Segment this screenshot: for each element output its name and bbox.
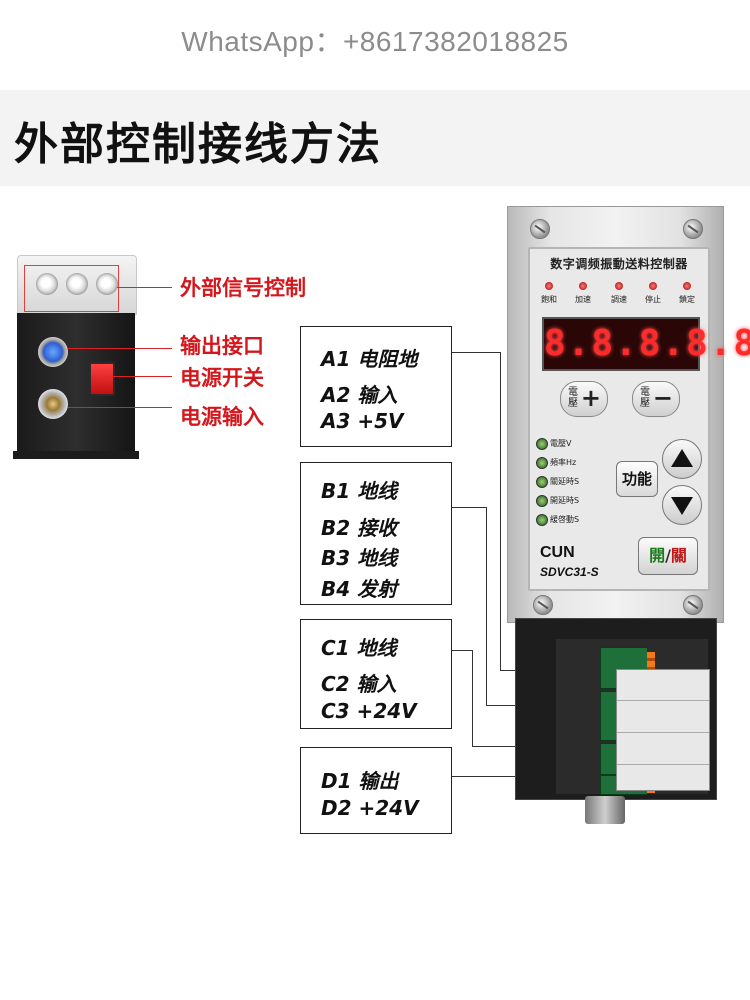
status-item: 開延時S [536, 492, 606, 510]
voltage-up-caption: 電壓 [568, 387, 578, 409]
led-indicator-icon [579, 282, 587, 290]
controller-frame: 数字调频振動送料控制器 飽和 加速 調速 停止 鎖定 8.8.8.8.8 電壓 … [507, 206, 750, 623]
whatsapp-watermark: WhatsApp：+8617382018825 [181, 26, 569, 57]
callout-line [117, 287, 172, 288]
output-port-label: 输出接口 [180, 334, 264, 358]
signal-highlight-frame [24, 265, 119, 312]
pin-box-b: B1 地线 B2 接收 B3 地线 B4 发射 [300, 462, 452, 605]
wire-c [472, 650, 473, 746]
status-led-icon [536, 476, 548, 488]
power-input-label: 电源输入 [180, 405, 264, 429]
wire-b [452, 507, 486, 508]
pin-box-d: D1 输出 D2 +24V [300, 747, 452, 834]
off-label: 關 [670, 546, 687, 565]
callout-line [111, 376, 172, 377]
pin-a1: A1 电阻地 [321, 347, 418, 371]
status-item: 頻率Hz [536, 454, 606, 472]
wiring-label-card [616, 669, 710, 791]
vibration-feeder-controller: 数字调频振動送料控制器 飽和 加速 調速 停止 鎖定 8.8.8.8.8 電壓 … [507, 206, 750, 826]
wire-d [452, 776, 570, 777]
led-label: 鎖定 [679, 295, 695, 304]
pin-c3: C3 +24V [321, 699, 417, 723]
arrow-up-button[interactable] [662, 439, 702, 479]
led-label: 加速 [575, 295, 591, 304]
on-label: 開 [649, 546, 666, 565]
status-label: 開延時S [550, 496, 580, 505]
title-banner: 外部控制接线方法 [0, 90, 750, 186]
status-item: 電壓V [536, 435, 606, 453]
wire-a [452, 352, 500, 353]
status-item: 關延時S [536, 473, 606, 491]
led-label: 調速 [611, 295, 627, 304]
minus-icon: − [652, 384, 673, 412]
label-card-divider [617, 764, 709, 765]
pin-box-a: A1 电阻地 A2 输入 A3 +5V [300, 326, 452, 447]
seven-segment-display: 8.8.8.8.8 [542, 317, 750, 371]
label-card-divider [617, 700, 709, 701]
pin-d1: D1 输出 [321, 769, 399, 793]
ext-signal-label: 外部信号控制 [180, 276, 306, 300]
led-indicator-icon [545, 282, 553, 290]
pin-b4: B4 发射 [321, 577, 398, 601]
plus-icon: + [580, 384, 601, 412]
led-label: 停止 [645, 295, 661, 304]
screw-icon [533, 595, 553, 615]
signal-hole-icon [96, 273, 118, 295]
pin-b1: B1 地线 [321, 479, 398, 503]
control-box-body [13, 313, 139, 459]
led-indicator-icon [683, 282, 691, 290]
page-title: 外部控制接线方法 [14, 119, 382, 170]
status-label: 頻率Hz [550, 458, 577, 467]
pin-a3: A3 +5V [321, 409, 404, 433]
on-off-separator: / [665, 546, 671, 565]
pin-c1: C1 地线 [321, 636, 397, 660]
signal-hole-icon [66, 273, 88, 295]
screw-icon [683, 219, 703, 239]
power-switch-label: 电源开关 [180, 366, 264, 390]
screw-icon [530, 219, 550, 239]
status-label: 關延時S [550, 477, 580, 486]
led-indicator-icon [649, 282, 657, 290]
model-number: SDVC31-S [540, 565, 599, 579]
status-led-icon [536, 495, 548, 507]
pin-b3: B3 地线 [321, 546, 398, 570]
power-switch-icon [89, 362, 115, 396]
pin-a2: A2 输入 [321, 383, 398, 407]
voltage-down-caption: 電壓 [640, 387, 650, 409]
terminal-compartment [515, 618, 717, 800]
voltage-up-button[interactable]: 電壓 + [560, 381, 608, 417]
callout-line [68, 348, 172, 349]
status-item: 緩啓動S [536, 511, 606, 529]
status-led-icon [536, 438, 548, 450]
label-card-divider [617, 732, 709, 733]
cable-connector-icon [585, 796, 625, 824]
pin-d2: D2 +24V [321, 796, 419, 820]
status-led-icon [536, 514, 548, 526]
led-label: 飽和 [541, 295, 557, 304]
led-indicator-icon [615, 282, 623, 290]
pin-box-c: C1 地线 C2 输入 C3 +24V [300, 619, 452, 729]
status-label: 緩啓動S [550, 515, 580, 524]
screw-icon [683, 595, 703, 615]
arrow-down-button[interactable] [662, 485, 702, 525]
brand-logo: CUN [540, 544, 575, 561]
status-label: 電壓V [550, 439, 572, 448]
pin-c2: C2 输入 [321, 672, 397, 696]
wire-a [500, 352, 501, 670]
pin-b2: B2 接收 [321, 516, 398, 540]
on-off-button[interactable]: 開/關 [638, 537, 698, 575]
voltage-down-button[interactable]: 電壓 − [632, 381, 680, 417]
status-led-icon [536, 457, 548, 469]
wire-c [452, 650, 472, 651]
wire-b [486, 507, 487, 705]
function-button[interactable]: 功能 [616, 461, 658, 497]
output-socket-icon [38, 337, 68, 367]
signal-hole-icon [36, 273, 58, 295]
callout-line [68, 407, 172, 408]
control-panel: 数字调频振動送料控制器 飽和 加速 調速 停止 鎖定 8.8.8.8.8 電壓 … [528, 247, 750, 591]
panel-title: 数字调频振動送料控制器 [550, 257, 688, 271]
power-input-socket-icon [38, 389, 68, 419]
